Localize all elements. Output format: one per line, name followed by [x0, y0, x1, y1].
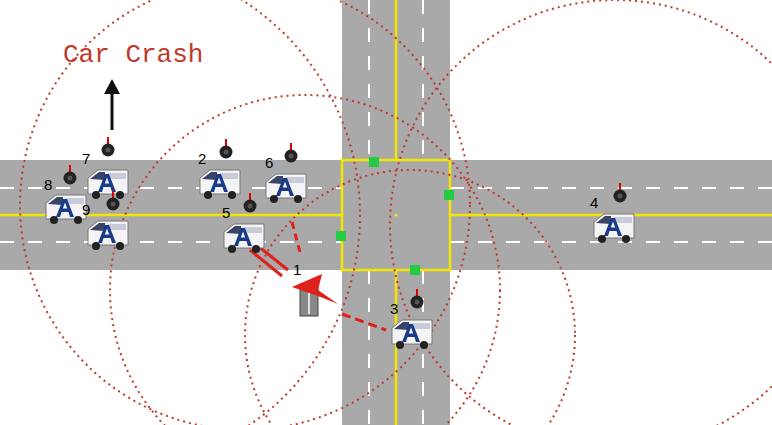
position-marker: [107, 191, 120, 211]
vehicle-icon: [224, 224, 264, 253]
vehicle-icon: [88, 170, 128, 199]
position-marker: [614, 183, 627, 203]
callout-number: 6: [265, 155, 273, 170]
roadside-unit: [292, 274, 338, 316]
vehicle-icon: [266, 174, 306, 203]
position-markers: [64, 137, 627, 309]
intersection-center: [395, 214, 398, 217]
vehicle-icon: [200, 170, 240, 199]
callout-number: 9: [82, 202, 90, 217]
position-marker: [220, 139, 233, 159]
intersection-box: [342, 160, 450, 270]
vehicle-icon: [594, 214, 634, 243]
callout-number: 8: [44, 177, 52, 192]
vehicles: [46, 170, 634, 349]
crash-arrow: [104, 79, 120, 130]
vehicle-icon: [392, 320, 432, 349]
vehicle-icon: [88, 221, 128, 250]
vehicle-icon: [46, 195, 86, 224]
position-marker: [102, 137, 115, 157]
callout-number: 5: [222, 205, 230, 220]
callout-number: 4: [590, 195, 598, 210]
callout-number: 7: [82, 151, 90, 166]
position-marker: [285, 143, 298, 163]
communication-links: [250, 222, 386, 330]
callout-number: 2: [198, 151, 206, 166]
position-marker: [411, 289, 424, 309]
callout-number: 1: [293, 262, 301, 277]
position-marker: [64, 165, 77, 185]
vertical-road: [342, 0, 450, 425]
event-label: Car Crash: [63, 42, 203, 68]
horizontal-road: [0, 160, 772, 270]
position-marker: [244, 193, 257, 213]
callout-number: 3: [390, 301, 398, 316]
